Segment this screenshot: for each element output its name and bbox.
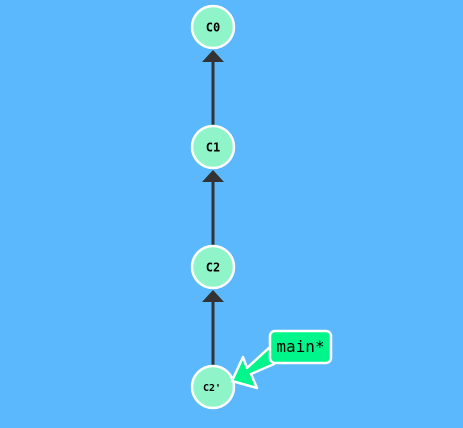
branch-label-box[interactable] — [268, 329, 333, 365]
commit-c2-prime[interactable]: C2' — [190, 364, 236, 410]
commit-node[interactable] — [190, 244, 236, 290]
edge-arrowhead — [202, 50, 224, 62]
commit-c2[interactable]: C2 — [190, 244, 236, 290]
commit-label: C2' — [203, 383, 221, 394]
commit-node[interactable] — [190, 4, 236, 50]
commit-label: C1 — [206, 141, 220, 155]
edge-arrowhead — [202, 170, 224, 182]
commit-node[interactable] — [190, 364, 236, 410]
edge-c2-c1 — [202, 170, 224, 246]
commit-c0[interactable]: C0 — [190, 4, 236, 50]
edge-c2p-c2 — [202, 290, 224, 366]
branch-pointer-arrow — [230, 345, 276, 390]
commit-node[interactable] — [190, 124, 236, 170]
edge-c1-c0 — [202, 50, 224, 126]
branch-main[interactable]: main* — [230, 329, 333, 390]
edge-arrowhead — [202, 290, 224, 302]
commit-label: C0 — [206, 21, 220, 35]
branch-label: main* — [276, 337, 324, 356]
commit-label: C2 — [206, 261, 220, 275]
commit-c1[interactable]: C1 — [190, 124, 236, 170]
